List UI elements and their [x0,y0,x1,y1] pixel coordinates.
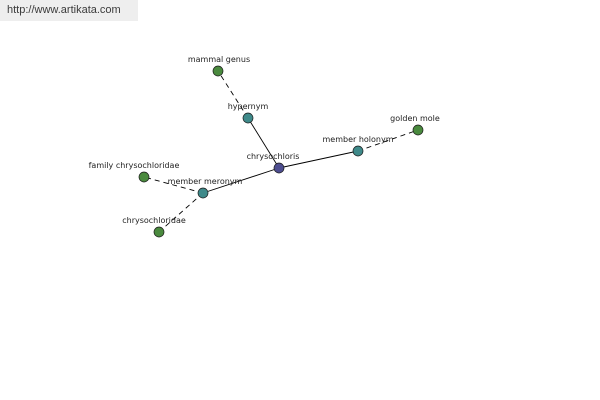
node-family-chrysochloridae[interactable] [138,171,150,183]
node-chrysochloridae[interactable] [153,226,165,238]
label-hypernym: hypernym [228,102,269,111]
label-family-chrysochloridae: family chrysochloridae [89,161,180,170]
node-center[interactable] [273,162,285,174]
edge-center-to-hypernym [247,117,280,169]
watermark-url: http://www.artikata.com [0,0,138,21]
label-center: chrysochloris [247,152,300,161]
edge-center-to-member-holonym [278,150,359,169]
edge-member-meronym-to-chrysochloridae [158,192,204,233]
label-chrysochloridae: chrysochloridae [122,216,186,225]
edge-center-to-member-meronym [202,167,280,194]
label-mammal-genus: mammal genus [188,55,250,64]
node-mammal-genus[interactable] [212,65,224,77]
label-golden-mole: golden mole [390,114,440,123]
label-member-meronym: member meronym [168,177,243,186]
node-golden-mole[interactable] [412,124,424,136]
label-member-holonym: member holonym [322,135,393,144]
graph-edges [143,70,419,233]
graph-nodes [138,65,424,238]
node-hypernym[interactable] [242,112,254,124]
node-member-holonym[interactable] [352,145,364,157]
node-member-meronym[interactable] [197,187,209,199]
edge-hypernym-to-mammal-genus [217,70,249,119]
graph-labels: hypernym mammal genus member holonym golden… [89,55,440,225]
edge-member-meronym-to-family-chrysochloridae [143,176,204,194]
edge-member-holonym-to-golden-mole [357,129,419,152]
